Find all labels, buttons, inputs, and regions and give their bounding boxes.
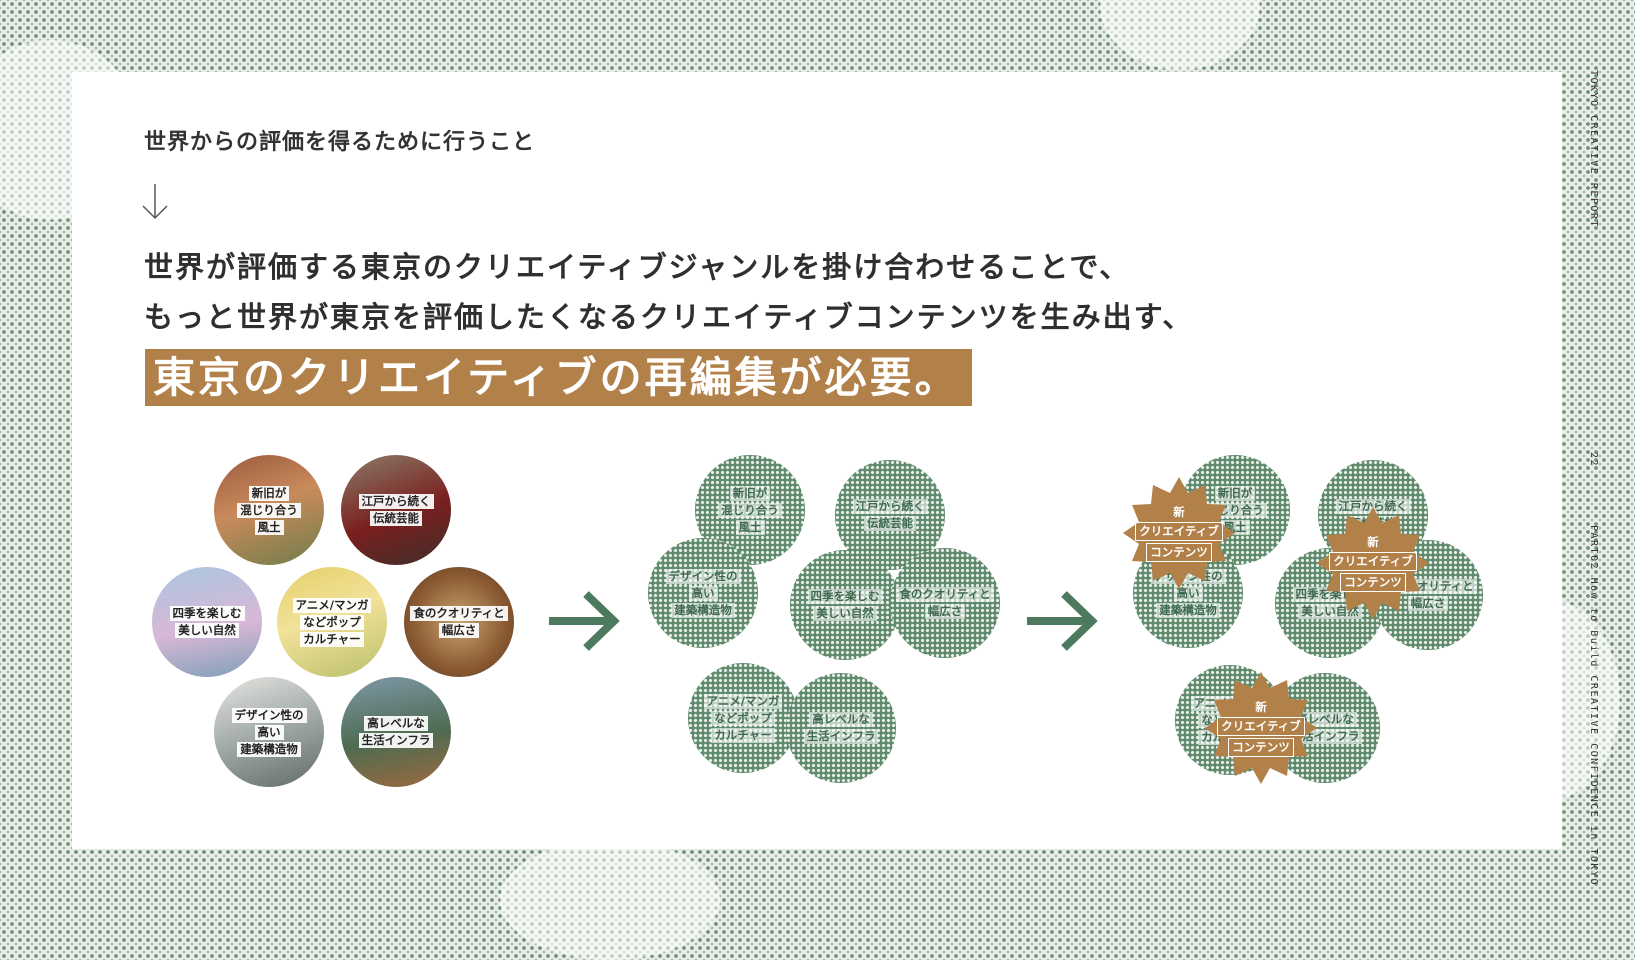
report-title: TOKYO CREATIVE REPORT [1588,70,1599,228]
part-title: PART02 How to Build CREATIVE CONFIDENCE … [1588,525,1599,886]
genre-label: 生活インフラ [359,733,434,748]
genre-circle-pop-remixed: アニメ/マンガ などポップ カルチャー [688,663,798,773]
genre-label: 建築構造物 [237,742,301,757]
badge-label: コンテンツ [1228,738,1294,757]
badge-label: 新 [1252,699,1270,716]
page-number: 22 [1588,452,1599,467]
genre-label: 伝統芸能 [370,511,422,526]
genre-label: 美しい自然 [175,623,239,638]
genre-label: デザイン性の [232,708,307,723]
genre-label: 新旧が [730,486,771,501]
badge-label: コンテンツ [1340,573,1406,592]
genre-label: 高い [255,725,284,740]
genre-label: 混じり合う [237,503,301,518]
genre-label: カルチャー [711,728,774,743]
body-line-2: もっと世界が東京を評価したくなるクリエイティブコンテンツを生み出す、 [144,294,1193,336]
genre-label: 幅広さ [925,604,966,619]
genre-label: 美しい自然 [813,606,877,621]
genre-circle-kenchiku-remixed: デザイン性の 高い 建築構造物 [648,538,758,648]
genre-label: 高い [689,586,718,601]
new-content-badge: 新 クリエイティブ コンテンツ [1121,475,1237,591]
genre-label: 四季を楽しむ [808,589,883,604]
body-line-1: 世界が評価する東京のクリエイティブジャンルを掛け合わせることで、 [144,244,1130,286]
background-blob [500,840,720,960]
new-content-badge: 新 クリエイティブ コンテンツ [1203,670,1319,786]
genre-label: 建築構造物 [671,603,735,618]
genre-label: アニメ/マンガ [293,598,372,613]
genre-label: 風土 [736,520,765,535]
genre-label: 江戸から続く [853,499,928,514]
genre-circle-kenchiku: デザイン性の 高い 建築構造物 [214,677,324,787]
genre-circle-infra: 高レベルな 生活インフラ [341,677,451,787]
genre-label: 江戸から続く [359,494,434,509]
genre-circle-shoku: 食のクオリティと 幅広さ [404,567,514,677]
genre-label: アニメ/マンガ [704,694,783,709]
badge-label: クリエイティブ [1217,717,1305,736]
genre-label: 食のクオリティと [410,606,507,621]
arrow-right-icon [1022,586,1102,656]
genre-label: 高レベルな [364,716,428,731]
badge-label: コンテンツ [1146,543,1212,562]
genre-label: カルチャー [300,632,363,647]
background-blob [1100,0,1260,70]
genre-label: デザイン性の [666,569,741,584]
genre-circle-fudo: 新旧が 混じり合う 風土 [214,455,324,565]
badge-label: 新 [1170,504,1188,521]
genre-circle-shizen-remixed: 四季を楽しむ 美しい自然 [790,550,900,660]
badge-label: クリエイティブ [1329,552,1417,571]
badge-label: 新 [1364,534,1382,551]
genre-circle-pop: アニメ/マンガ などポップ カルチャー [277,567,387,677]
arrow-down-icon [140,182,170,222]
genre-label: 風土 [255,520,284,535]
genre-circle-shoku-remixed: 食のクオリティと 幅広さ [890,548,1000,658]
genre-circle-shizen: 四季を楽しむ 美しい自然 [152,567,262,677]
genre-label: 伝統芸能 [864,516,916,531]
genre-label: などポップ [300,615,364,630]
genre-label: 四季を楽しむ [170,606,245,621]
genre-label: 生活インフラ [804,729,879,744]
genre-label: 建築構造物 [1156,603,1220,618]
genre-label: 幅広さ [439,623,480,638]
arrow-right-icon [544,586,624,656]
highlight-conclusion: 東京のクリエイティブの再編集が必要。 [145,349,972,406]
genre-label: などポップ [711,711,775,726]
genre-circle-infra-remixed: 高レベルな 生活インフラ [786,673,896,783]
lead-heading: 世界からの評価を得るために行うこと [144,124,535,156]
genre-label: 混じり合う [718,503,782,518]
genre-label: 新旧が [249,486,290,501]
badge-label: クリエイティブ [1135,522,1223,541]
genre-circle-dento: 江戸から続く 伝統芸能 [341,455,451,565]
new-content-badge: 新 クリエイティブ コンテンツ [1315,505,1431,621]
genre-label: 食のクオリティと [896,587,993,602]
genre-label: 高レベルな [809,712,873,727]
